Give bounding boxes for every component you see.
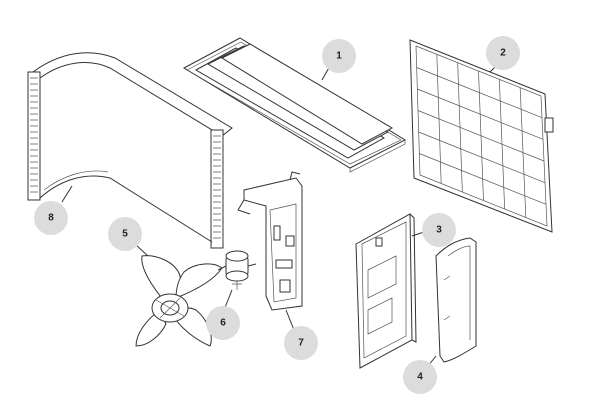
side-panel	[355, 213, 417, 369]
corner-cover	[435, 237, 477, 363]
callout-4: 4	[403, 360, 437, 394]
fan-blade	[135, 255, 223, 347]
grille-bar	[419, 153, 547, 205]
callout-6-label: 6	[220, 318, 226, 329]
callout-7: 7	[284, 326, 318, 360]
callout-4-label: 4	[417, 372, 423, 383]
grille-bar	[417, 110, 545, 162]
grille-bar	[417, 88, 544, 140]
fan-motor	[217, 250, 257, 290]
rear-grille	[409, 39, 554, 233]
callout-1-label: 1	[336, 51, 342, 62]
callout-3: 3	[422, 213, 456, 247]
callout-7-label: 7	[298, 338, 304, 349]
callout-8-label: 8	[48, 213, 54, 224]
grille-bar	[418, 131, 546, 183]
condenser-coil	[27, 52, 233, 249]
callout-2-label: 2	[500, 48, 506, 59]
motor-bracket	[237, 171, 303, 311]
callout-5: 5	[108, 217, 142, 251]
callout-2: 2	[486, 36, 520, 70]
callout-1: 1	[322, 39, 356, 73]
callout-6: 6	[206, 306, 240, 340]
top-cover-panel	[182, 37, 407, 173]
grille-bar	[416, 67, 543, 118]
callout-8: 8	[34, 201, 68, 235]
callout-3-label: 3	[436, 225, 442, 236]
callout-5-label: 5	[122, 229, 128, 240]
